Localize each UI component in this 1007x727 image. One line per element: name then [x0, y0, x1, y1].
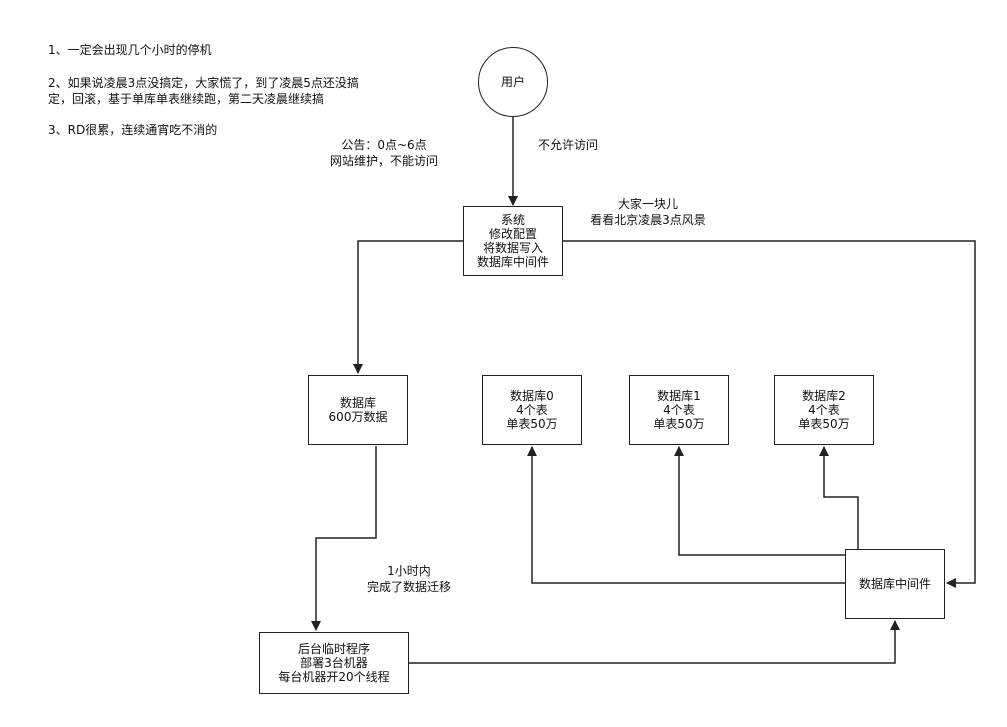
db2-node-label: 数据库2 4个表 单表50万 — [798, 389, 850, 431]
user-node-label: 用户 — [500, 75, 525, 89]
db-old-node-label: 数据库 600万数据 — [328, 396, 388, 424]
announcement-label: 公告：0点~6点 网站维护，不能访问 — [329, 138, 438, 168]
no-access-label: 不允许访问 — [537, 138, 598, 152]
edge-middleware-to-db0 — [527, 446, 845, 584]
edge-system-to-db-old — [353, 240, 463, 374]
edge-backend-to-middleware — [409, 620, 900, 664]
middleware-node-label: 数据库中间件 — [858, 577, 931, 591]
db2-node: 数据库2 4个表 单表50万 — [774, 375, 874, 445]
edge-middleware-to-db1 — [674, 446, 845, 556]
migration-label: 1小时内 完成了数据迁移 — [366, 564, 451, 594]
backend-node: 后台临时程序 部署3台机器 每台机器开20个线程 — [259, 632, 409, 694]
note-3: 3、RD很累，连续通宵吃不消的 — [48, 123, 218, 137]
note-2: 2、如果说凌晨3点没搞定，大家慌了，到了凌晨5点还没搞 定，回滚，基于单库单表继… — [48, 76, 359, 106]
db-old-node: 数据库 600万数据 — [308, 375, 408, 445]
db1-node: 数据库1 4个表 单表50万 — [629, 375, 729, 445]
edge-system-to-middleware — [563, 240, 976, 588]
user-node: 用户 — [478, 47, 548, 117]
system-node-label: 系统 修改配置 将数据写入 数据库中间件 — [476, 213, 549, 269]
db1-node-label: 数据库1 4个表 单表50万 — [653, 389, 705, 431]
edge-middleware-to-db2 — [819, 446, 859, 549]
middleware-node: 数据库中间件 — [845, 549, 945, 619]
backend-node-label: 后台临时程序 部署3台机器 每台机器开20个线程 — [278, 642, 390, 684]
db0-node-label: 数据库0 4个表 单表50万 — [506, 389, 558, 431]
edge-db-old-to-backend — [311, 446, 377, 631]
system-node: 系统 修改配置 将数据写入 数据库中间件 — [463, 206, 563, 276]
note-1: 1、一定会出现几个小时的停机 — [48, 43, 212, 57]
together-label: 大家一块儿 看看北京凌晨3点风景 — [590, 197, 706, 227]
db0-node: 数据库0 4个表 单表50万 — [482, 375, 582, 445]
